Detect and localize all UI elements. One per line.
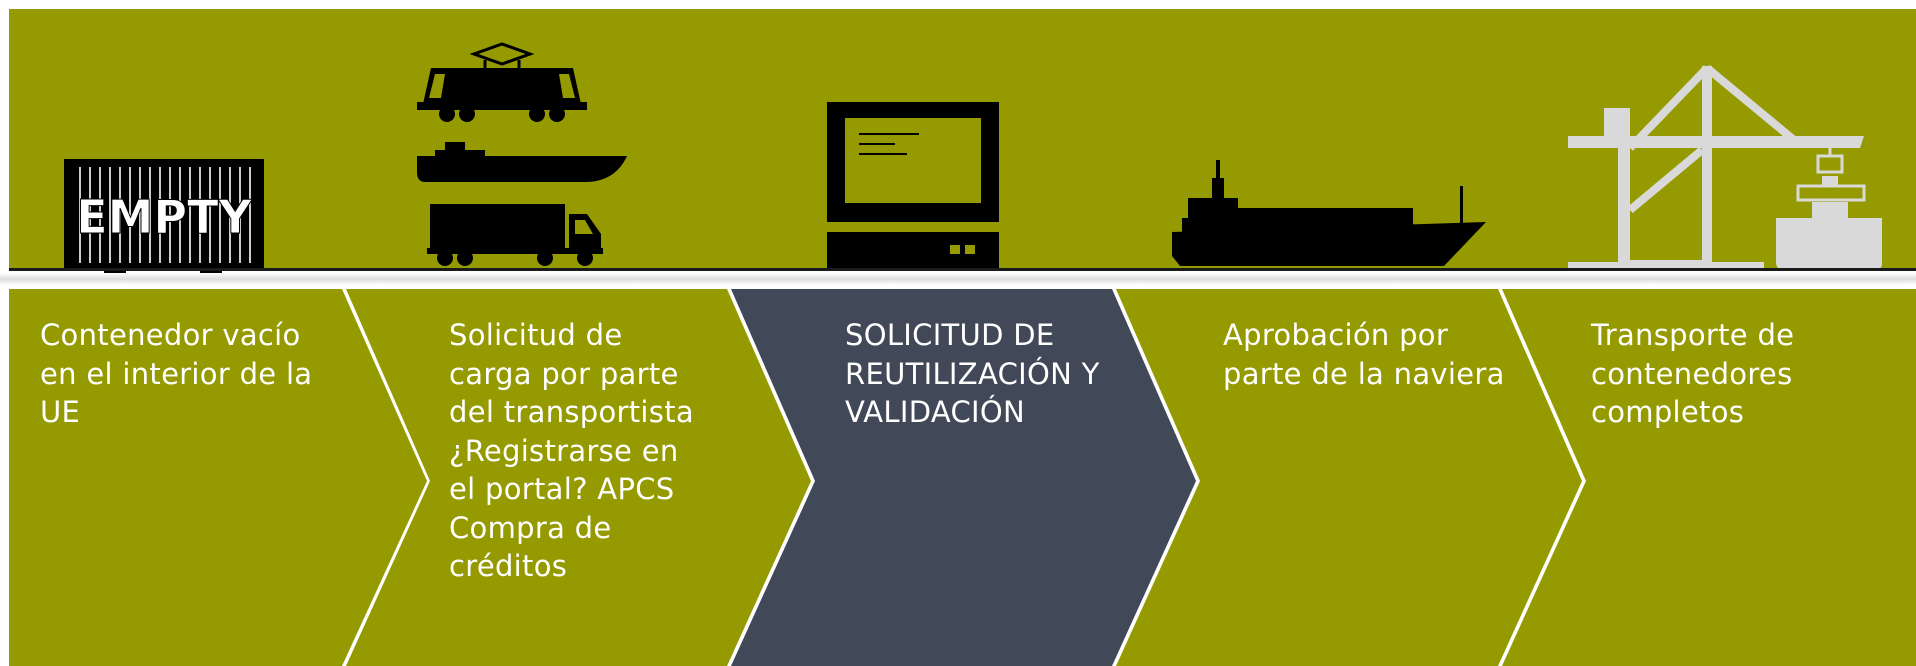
step-label-3: SOLICITUD DE REUTILIZACIÓN Y VALIDACIÓN <box>845 318 1100 429</box>
barge-icon <box>417 142 627 182</box>
container-icon: EMPTY <box>64 159 264 277</box>
train-icon <box>417 42 587 122</box>
step-label-2: Solicitud de carga por parte del transpo… <box>449 318 694 583</box>
step-label-1: Contenedor vacío en el interior de la UE <box>40 318 313 429</box>
container-ship-icon <box>1172 160 1486 266</box>
computer-icon <box>827 102 999 268</box>
chevron-step-2 <box>346 289 811 666</box>
container-label: EMPTY <box>76 190 252 244</box>
chevron-step-1 <box>9 289 427 666</box>
truck-icon <box>427 204 603 266</box>
chevron-step-3 <box>731 289 1196 666</box>
port-crane-icon <box>1568 64 1882 270</box>
step-label-5: Transporte de contenedores completos <box>1591 318 1795 429</box>
divider <box>0 273 1916 285</box>
step-label-4: Aprobación por parte de la naviera <box>1223 318 1505 391</box>
chevron-step-4 <box>1116 289 1582 666</box>
chevron-step-5 <box>1502 289 1916 666</box>
ground-line <box>9 268 1916 271</box>
